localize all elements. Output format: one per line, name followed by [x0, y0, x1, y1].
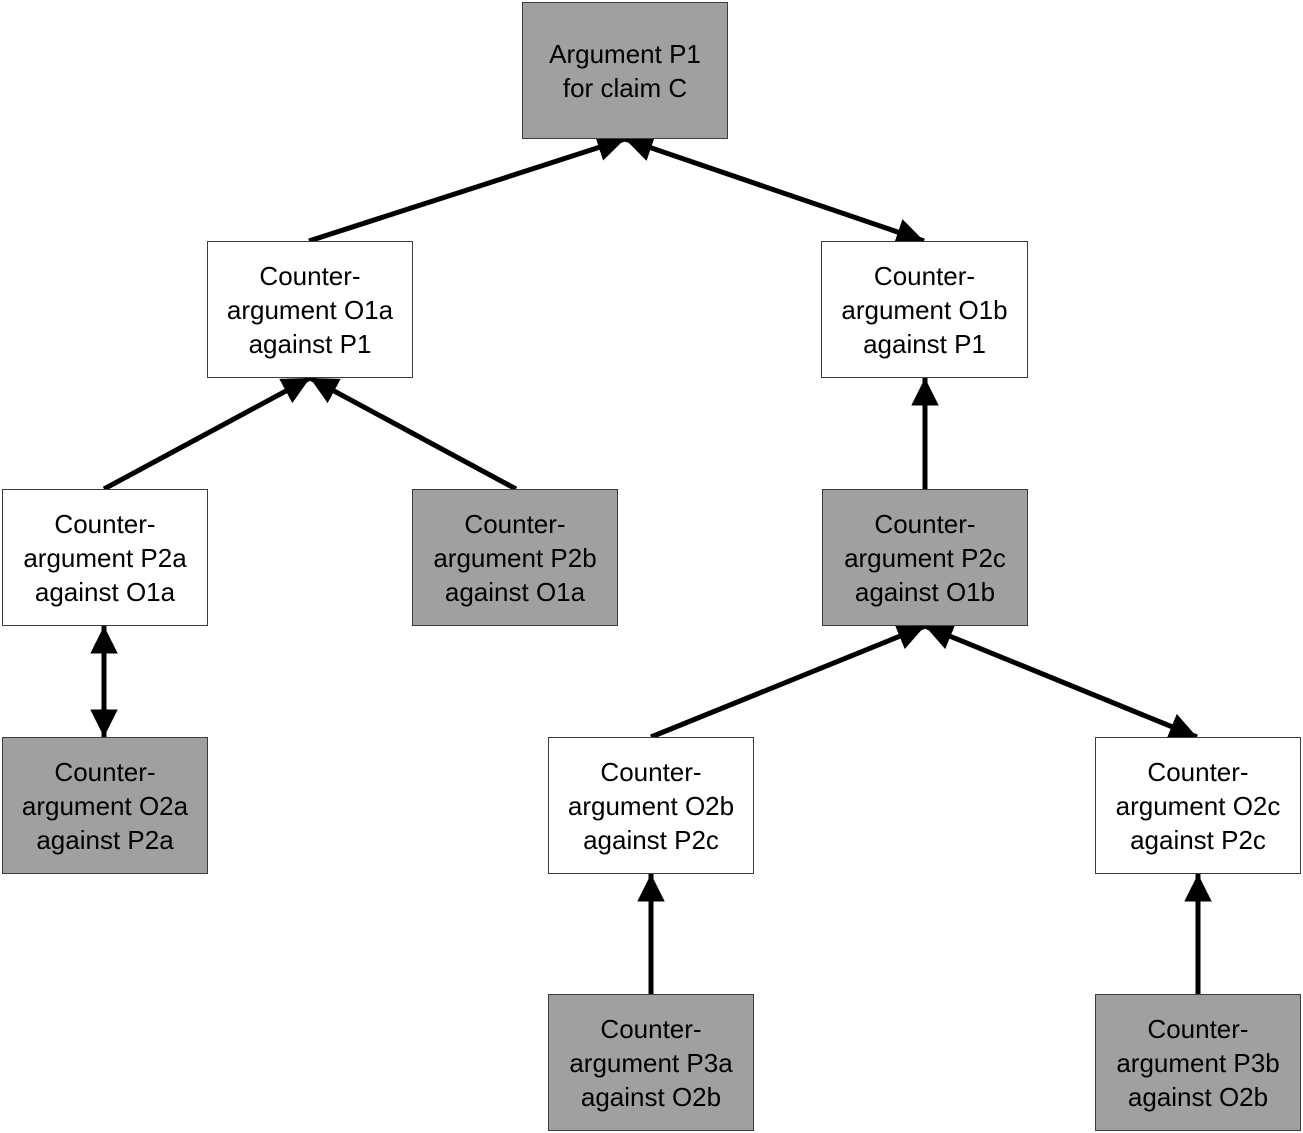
edge-o1a-to-p1 [308, 134, 626, 244]
argument-p1-node: Argument P1 for claim C [522, 2, 728, 139]
node-line: Counter- [54, 508, 156, 539]
node-line: against P2c [1130, 824, 1266, 855]
node-line: Counter- [259, 260, 361, 291]
counterargument-o2b-node: Counter- argument O2b against P2c [548, 737, 754, 874]
node-line: Counter- [873, 260, 976, 291]
edge-o2b-to-p2c [650, 623, 926, 740]
node-line: argument P2c [844, 542, 1006, 573]
counterargument-p2c-node: Counter- argument P2c against O1b [822, 489, 1028, 626]
node-line: against O2b [1127, 1081, 1269, 1112]
node-line: argument P3a [569, 1047, 733, 1078]
node-line: Counter- [600, 756, 702, 787]
node-line: argument O2b [567, 790, 735, 821]
counterargument-p3b-node: Counter- argument P3b against O2b [1095, 994, 1301, 1131]
edge-p2b-to-o1a [308, 375, 518, 492]
node-line: against O1a [34, 576, 176, 607]
node-line: Counter- [600, 1013, 702, 1044]
node-line: Counter- [54, 756, 156, 787]
counterargument-p2a-node: Counter- argument P2a against O1a [2, 489, 208, 626]
node-line: against P1 [863, 328, 986, 359]
edge-o1b-p1-bidirectional [624, 134, 925, 246]
node-line: against O1b [854, 576, 996, 607]
node-line: argument O2a [21, 790, 189, 821]
node-line: argument P3b [1116, 1047, 1280, 1078]
node-line: for claim C [562, 72, 688, 103]
node-line: argument P2b [433, 542, 597, 573]
node-line: against O2b [580, 1081, 722, 1112]
node-line: argument O1b [841, 294, 1008, 325]
node-line: against O1a [444, 576, 586, 607]
counterargument-o1a-node: Counter- argument O1a against P1 [207, 241, 413, 378]
counterargument-p3a-node: Counter- argument P3a against O2b [548, 994, 754, 1131]
node-line: Counter- [464, 508, 566, 539]
node-line: Counter- [1147, 756, 1249, 787]
node-line: Counter- [1147, 1013, 1249, 1044]
edge-o2c-p2c-bidirectional [924, 623, 1198, 740]
node-line: Counter- [874, 508, 976, 539]
counterargument-o2a-node: Counter- argument O2a against P2a [2, 737, 208, 874]
node-line: against P1 [248, 328, 372, 359]
counterargument-o2c-node: Counter- argument O2c against P2c [1095, 737, 1301, 874]
edge-p2a-to-o1a [102, 375, 312, 492]
node-line: Argument P1 [549, 38, 701, 69]
node-line: argument P2a [23, 542, 187, 573]
counterargument-p2b-node: Counter- argument P2b against O1a [412, 489, 618, 626]
node-line: against P2a [36, 824, 174, 855]
node-line: argument O2c [1115, 790, 1281, 821]
node-line: argument O1a [226, 294, 394, 325]
node-line: against P2c [583, 824, 719, 855]
counterargument-o1b-node: Counter- argument O1b against P1 [821, 241, 1028, 378]
